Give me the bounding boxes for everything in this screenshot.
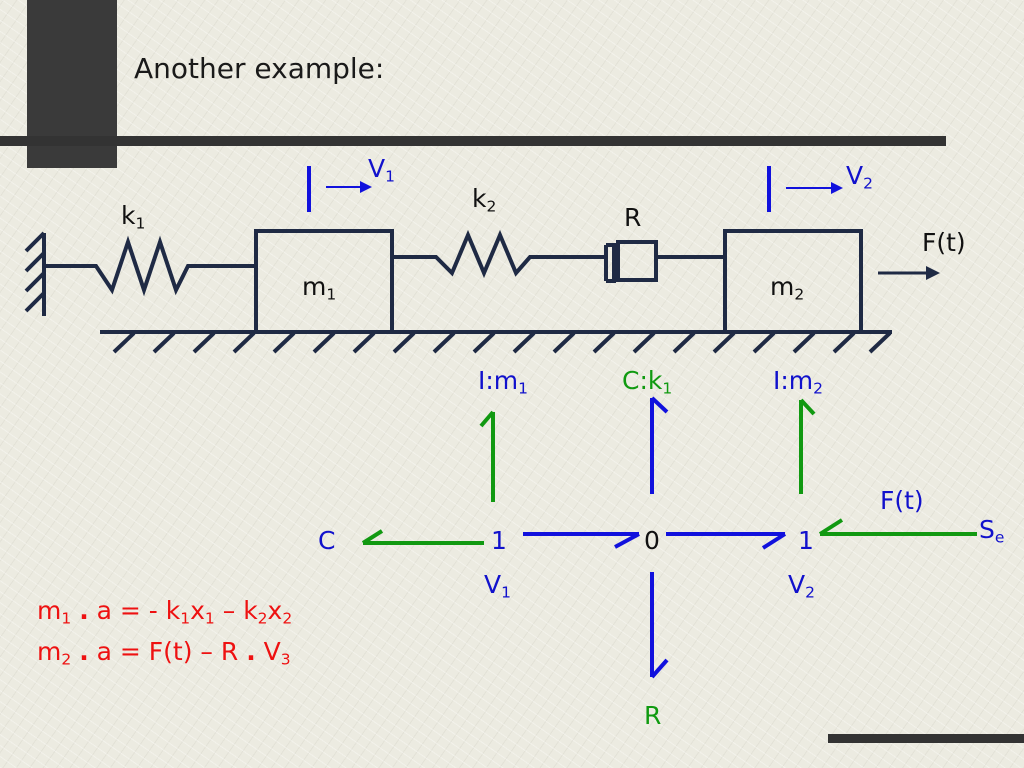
slide-title: Another example: [134,52,385,85]
velocity-v1-indicator [307,166,372,212]
bond-0-to-1 [666,532,787,550]
junction-1-left: 1 [491,526,507,555]
bond-se-to-1 [818,518,977,536]
bond-0-to-c-k1 [650,396,669,494]
junction-0: 0 [644,526,660,555]
node-se: Se [979,515,1005,547]
damper-r [604,240,725,283]
bond-v1-label: V1 [484,570,511,602]
bond-1-to-i-m2 [799,398,816,494]
spring-k2-label: k2 [472,184,497,216]
mass-m1-label: m1 [302,272,337,304]
force-label: F(t) [922,228,966,257]
node-i-m2: I:m2 [773,366,824,398]
bond-force-label: F(t) [880,486,924,515]
equation-1: m1 . a = - k1x1 – k2x2 [37,596,293,628]
spring-k2 [392,229,606,279]
bond-1-to-i-m1 [479,410,495,502]
velocity-v1-label: V1 [368,154,395,186]
bond-1-to-0 [523,532,640,549]
spring-k1-label: k1 [121,201,146,233]
spring-k1 [44,235,256,297]
bond-1-to-c [361,529,484,545]
bond-0-to-r [650,572,669,679]
node-c-k1: C:k1 [622,366,673,398]
force-arrow [878,266,940,280]
velocity-v2-label: V2 [846,161,873,193]
title-underline-bar [0,136,946,146]
equation-2: m2 . a = F(t) – R . V3 [37,637,291,669]
bottom-right-bar [828,734,1024,743]
node-i-m1: I:m1 [478,366,529,398]
node-r: R [644,701,662,730]
wall [24,231,46,316]
mass-m2-label: m2 [770,272,805,304]
junction-1-right: 1 [798,526,814,555]
ground [100,330,892,354]
bond-v2-label: V2 [788,570,815,602]
damper-r-label: R [624,203,642,232]
velocity-v2-indicator [767,166,843,212]
node-c: C [318,526,336,555]
